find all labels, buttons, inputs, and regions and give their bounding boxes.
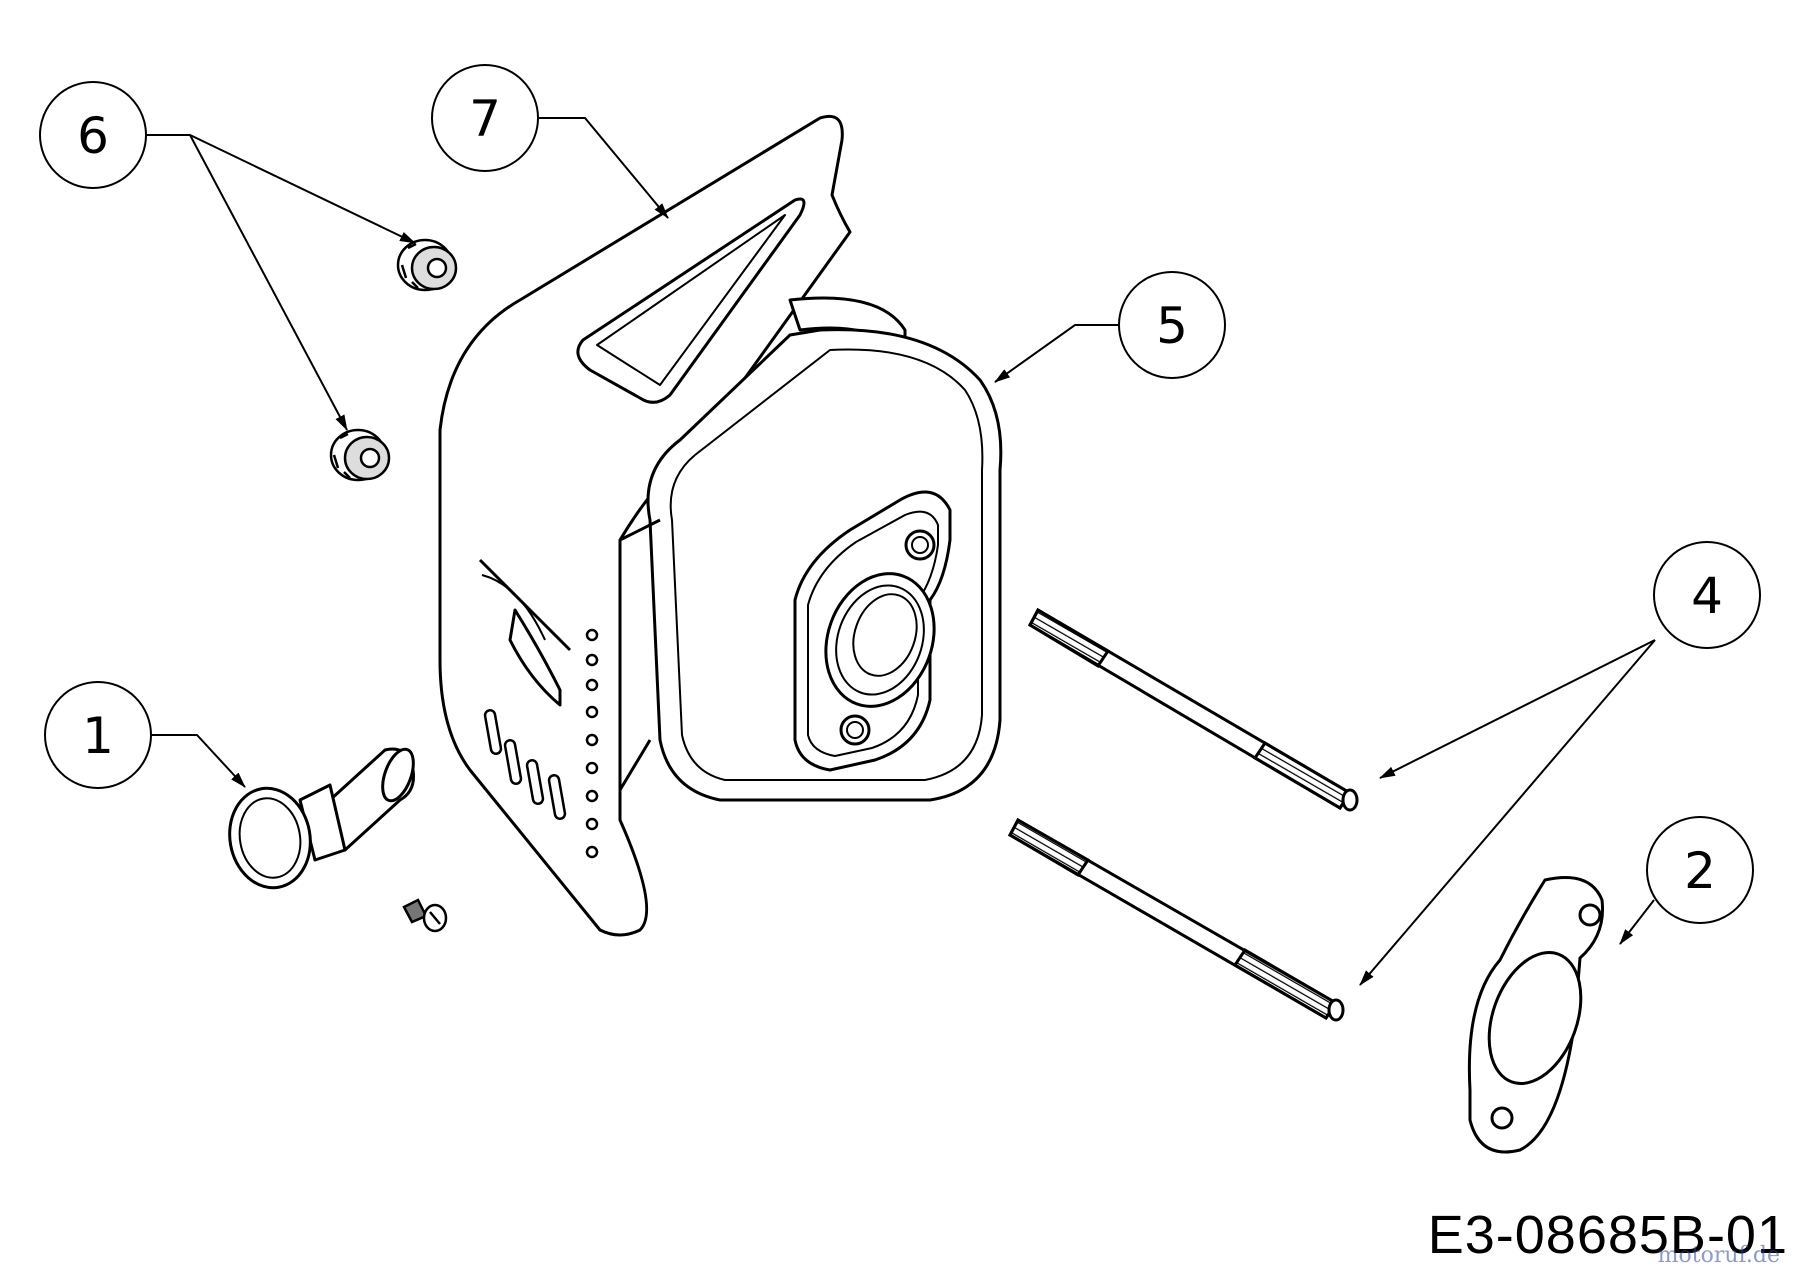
watermark: motoruf.de [1657,1243,1780,1268]
callout-1-label: 1 [82,707,114,765]
callout-1: 1 [44,681,152,789]
leader-lines [145,117,1656,986]
spark-arrestor-part [228,747,415,890]
callout-6-label: 6 [77,107,109,165]
heat-shield-vents [483,628,599,859]
callout-2-label: 2 [1684,842,1716,900]
stud-lower [1007,817,1345,1022]
callout-4-label: 4 [1691,567,1723,625]
callout-5: 5 [1118,271,1226,379]
muffler-part [618,296,1003,802]
gasket-part [1467,876,1605,1154]
callout-2: 2 [1646,816,1754,924]
screw-part [402,898,448,933]
diagram-code: E3-08685B-01 [1427,1205,1788,1265]
callout-6: 6 [39,81,147,189]
flange-nut-top [396,238,458,292]
callout-4: 4 [1653,541,1761,649]
stud-upper [1028,607,1359,812]
callout-7: 7 [431,64,539,172]
callout-7-label: 7 [469,90,501,148]
heat-shield-part [438,114,852,937]
callout-5-label: 5 [1156,297,1188,355]
flange-nut-bottom [329,428,391,482]
